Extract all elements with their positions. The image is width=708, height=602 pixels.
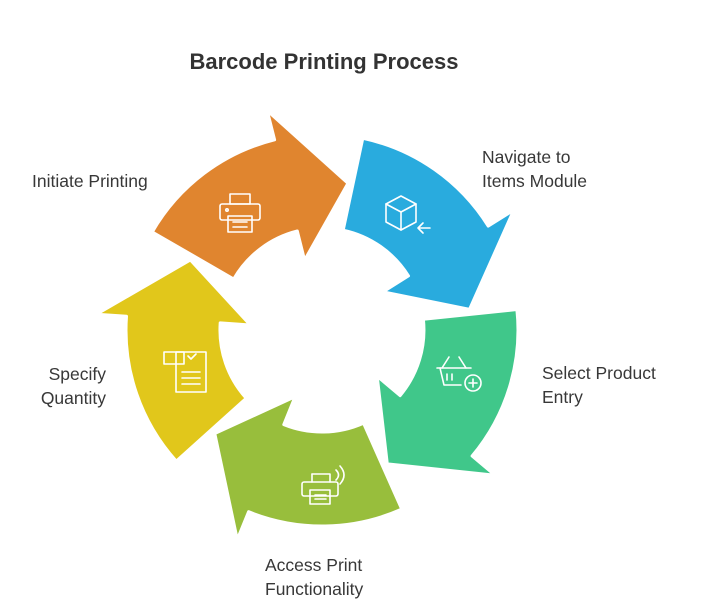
form-checklist-icon (163, 351, 207, 393)
step-label-specify-quantity: Specify Quantity (40, 364, 106, 408)
cycle-segments (95, 109, 520, 541)
printer-icon (219, 193, 261, 233)
step-label-navigate-to-items-module: Navigate to Items Module (482, 147, 588, 191)
segment-select-product-entry (375, 308, 520, 477)
segment-access-print-functionality (213, 395, 404, 541)
diagram-title: Barcode Printing Process (189, 49, 459, 74)
basket-plus-icon (436, 356, 482, 392)
box-arrow-icon (385, 195, 431, 234)
segment-specify-quantity (95, 258, 252, 463)
step-label-access-print-functionality: Access Print Functionality (265, 555, 364, 599)
wireless-printer-icon (301, 465, 345, 505)
segment-navigate-to-items-module (341, 136, 516, 311)
step-label-initiate-printing: Initiate Printing (32, 171, 148, 191)
step-label-select-product-entry: Select Product Entry (542, 363, 656, 407)
